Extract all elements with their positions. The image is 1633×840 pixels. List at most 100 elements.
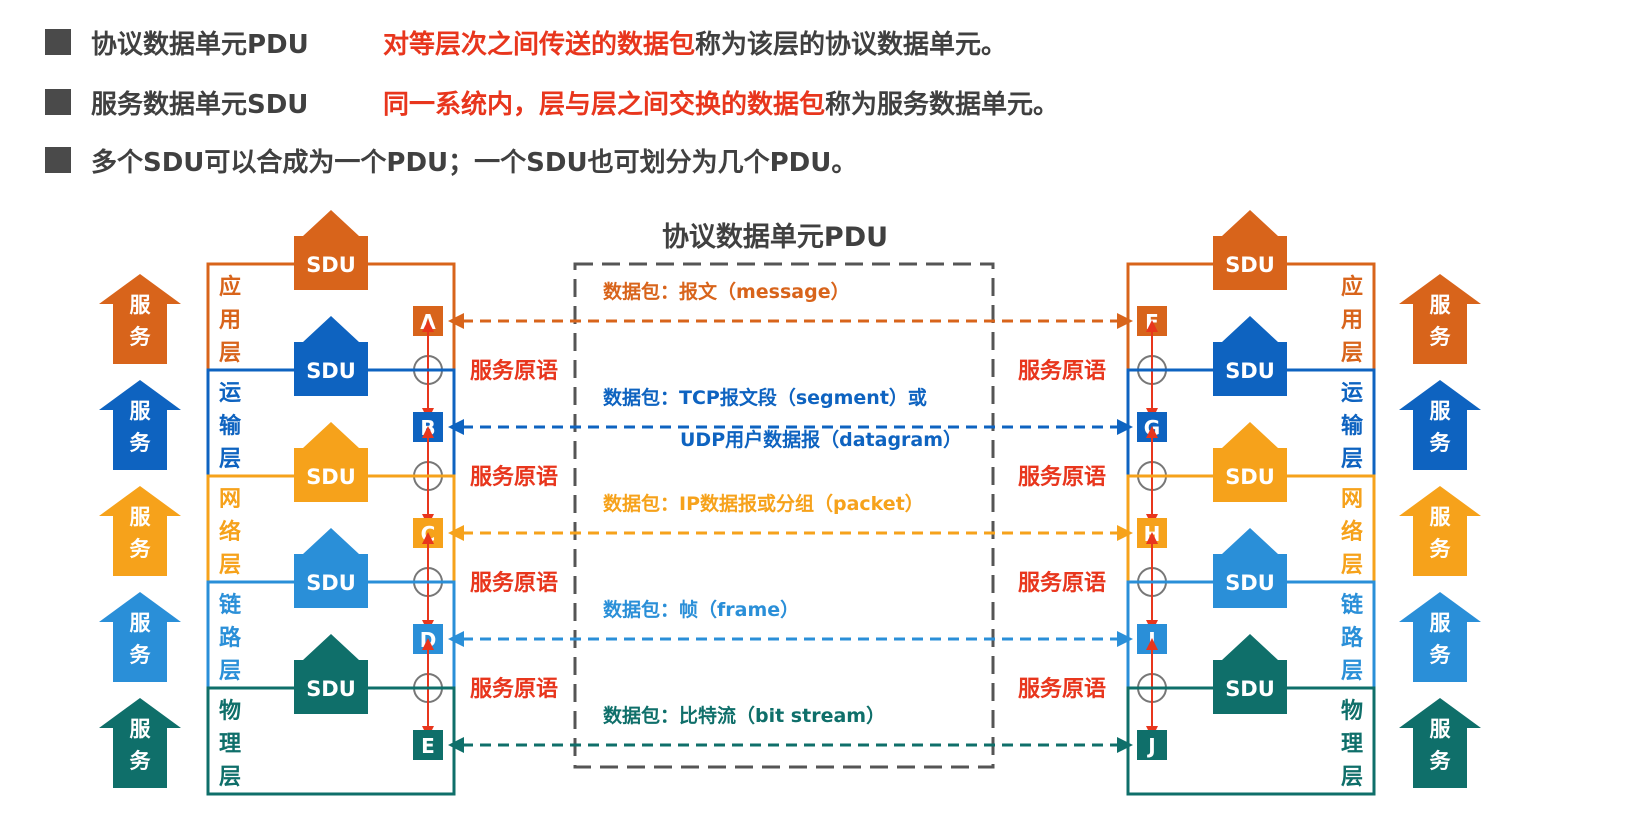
bullet-sdu: 服务数据单元SDU 同一系统内，层与层之间交换的数据包 称为服务数据单元。 [45, 82, 1059, 122]
bullet-square-icon [45, 147, 71, 173]
left-sdu-arrow [294, 210, 368, 290]
peer-arrowhead-left [448, 419, 464, 435]
left-layer-name-char: 输 [219, 413, 242, 439]
packet-label: 数据包：报文（message） [603, 280, 850, 303]
left-sdu-label: SDU [306, 359, 356, 383]
right-service-arrow [1399, 380, 1481, 470]
left-service-label: 务 [130, 749, 152, 773]
relation-text: 多个SDU可以合成为一个PDU；一个SDU也可划分为几个PDU。 [91, 147, 858, 178]
right-layer-name-char: 应 [1341, 274, 1363, 300]
pdu-box-title: 协议数据单元PDU [662, 222, 888, 253]
bullet-square-icon [45, 29, 71, 55]
left-layer-name-char: 网 [219, 487, 241, 512]
peer-arrowhead-left [448, 313, 464, 329]
right-primitive-arrowhead-up [1146, 638, 1158, 650]
right-primitive-label: 服务原语 [1018, 359, 1106, 384]
right-layer-name-char: 网 [1341, 487, 1363, 512]
right-layer-name-char: 层 [1341, 765, 1363, 790]
left-primitive-arrowhead-up [422, 532, 434, 544]
right-sdu-arrow [1213, 316, 1287, 396]
right-sap-letter: J [1146, 734, 1155, 758]
left-sdu-arrow [294, 528, 368, 608]
left-layer-name-char: 层 [219, 553, 241, 578]
right-service-label: 服 [1430, 293, 1452, 317]
right-service-label: 服 [1430, 611, 1452, 635]
left-primitive-label: 服务原语 [470, 677, 558, 702]
right-service-label: 务 [1430, 431, 1452, 455]
packet-label-line2: UDP用户数据报（datagram） [680, 428, 962, 451]
left-sdu-label: SDU [306, 465, 356, 489]
bullet-pdu: 协议数据单元PDU 对等层次之间传送的数据包 称为该层的协议数据单元。 [45, 22, 1025, 62]
sdu-highlight: 同一系统内，层与层之间交换的数据包 [383, 89, 826, 120]
left-sdu-arrow [294, 422, 368, 502]
left-layer-name-char: 层 [219, 341, 241, 366]
left-service-arrow [99, 592, 181, 682]
right-layer-name-char: 用 [1341, 308, 1363, 333]
right-service-label: 服 [1430, 717, 1452, 741]
right-service-label: 务 [1430, 325, 1452, 349]
left-sdu-arrow [294, 634, 368, 714]
left-layer-name-char: 用 [219, 308, 241, 333]
right-layer-name-char: 层 [1341, 659, 1363, 684]
peer-arrowhead-right [1117, 313, 1133, 329]
left-layer-name-char: 物 [219, 698, 241, 724]
sdu-rest: 称为服务数据单元。 [825, 89, 1060, 120]
right-layer-name-char: 输 [1341, 413, 1364, 439]
right-sdu-arrow [1213, 634, 1287, 714]
right-primitive-arrowhead-up [1146, 320, 1158, 332]
right-sap-square [1137, 730, 1167, 760]
left-layer-name-char: 链 [219, 592, 241, 618]
right-sdu-label: SDU [1225, 359, 1275, 383]
left-service-label: 务 [130, 643, 152, 667]
left-primitive-arrowhead-up [422, 320, 434, 332]
right-layer-name-char: 理 [1341, 732, 1363, 757]
right-service-label: 服 [1430, 505, 1452, 529]
left-service-label: 务 [130, 431, 152, 455]
right-primitive-label: 服务原语 [1018, 677, 1106, 702]
right-service-label: 务 [1430, 643, 1452, 667]
left-service-label: 服 [130, 293, 152, 317]
left-primitive-label: 服务原语 [470, 571, 558, 596]
peer-arrowhead-right [1117, 631, 1133, 647]
bullet-square-icon [45, 89, 71, 115]
left-service-label: 服 [130, 717, 152, 741]
left-service-arrow [99, 274, 181, 364]
packet-label: 数据包：IP数据报或分组（packet） [603, 492, 924, 515]
packet-label: 数据包：TCP报文段（segment）或 [603, 386, 927, 409]
left-service-label: 服 [130, 611, 152, 635]
right-layer-name-char: 链 [1341, 592, 1363, 618]
left-sdu-arrow [294, 316, 368, 396]
left-sap-square [413, 730, 443, 760]
right-layer-name-char: 层 [1341, 447, 1363, 472]
left-primitive-label: 服务原语 [470, 465, 558, 490]
right-sdu-arrow [1213, 210, 1287, 290]
left-layer-name-char: 运 [219, 381, 241, 406]
left-service-label: 服 [130, 399, 152, 423]
right-service-label: 服 [1430, 399, 1452, 423]
right-service-label: 务 [1430, 749, 1452, 773]
right-primitive-label: 服务原语 [1018, 571, 1106, 596]
left-service-label: 服 [130, 505, 152, 529]
left-sap-letter: E [421, 734, 435, 758]
right-layer-name-char: 物 [1341, 698, 1363, 724]
left-layer-name-char: 层 [219, 447, 241, 472]
right-sdu-arrow [1213, 528, 1287, 608]
sdu-term: 服务数据单元SDU [91, 89, 309, 120]
left-layer-name-char: 应 [219, 274, 241, 300]
right-service-arrow [1399, 698, 1481, 788]
peer-arrowhead-left [448, 737, 464, 753]
left-layer-name-char: 理 [219, 732, 241, 757]
left-service-label: 务 [130, 537, 152, 561]
right-service-arrow [1399, 486, 1481, 576]
left-layer-name-char: 层 [219, 659, 241, 684]
right-layer-name-char: 络 [1341, 519, 1363, 545]
right-primitive-arrowhead-up [1146, 426, 1158, 438]
left-sdu-label: SDU [306, 677, 356, 701]
right-layer-name-char: 路 [1341, 625, 1364, 651]
pdu-highlight: 对等层次之间传送的数据包 [383, 29, 696, 60]
left-layer-name-char: 层 [219, 765, 241, 790]
right-service-label: 务 [1430, 537, 1452, 561]
peer-arrowhead-left [448, 631, 464, 647]
left-service-arrow [99, 380, 181, 470]
